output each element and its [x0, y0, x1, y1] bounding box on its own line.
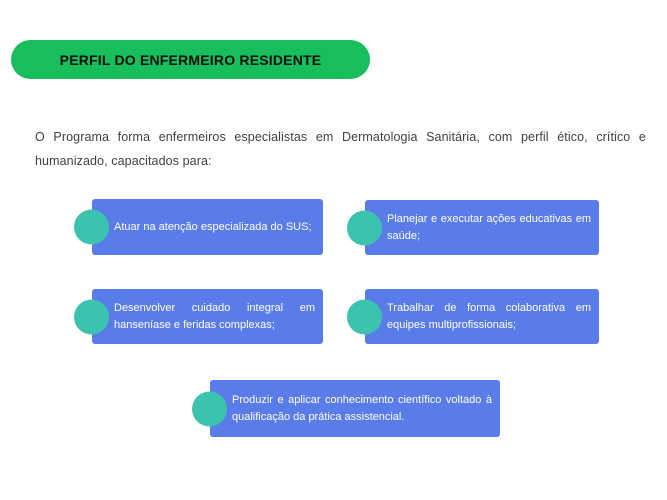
item-box: Planejar e executar ações educativas em …	[365, 200, 599, 255]
item-text: Trabalhar de forma colaborativa em equip…	[387, 301, 591, 331]
item-text: Produzir e aplicar conhecimento científi…	[232, 393, 492, 423]
item-box: Atuar na atenção especializada do SUS;	[92, 199, 323, 255]
item-box: Produzir e aplicar conhecimento científi…	[210, 380, 500, 437]
bullet-circle-icon	[192, 391, 227, 426]
bullet-circle-icon	[347, 210, 382, 245]
list-item: Trabalhar de forma colaborativa em equip…	[347, 289, 599, 344]
bullet-circle-icon	[74, 209, 109, 245]
bullet-circle-icon	[347, 299, 382, 334]
item-text: Planejar e executar ações educativas em …	[387, 212, 591, 242]
bullet-circle-icon	[74, 299, 109, 334]
list-item: Desenvolver cuidado integral em hansenía…	[74, 289, 323, 344]
item-text: Atuar na atenção especializada do SUS;	[114, 220, 312, 233]
page-title: PERFIL DO ENFERMEIRO RESIDENTE	[59, 51, 322, 68]
intro-paragraph: O Programa forma enfermeiros especialist…	[35, 130, 646, 168]
item-text: Desenvolver cuidado integral em hansenía…	[114, 301, 315, 331]
title-banner: PERFIL DO ENFERMEIRO RESIDENTE	[11, 40, 370, 79]
list-item: Atuar na atenção especializada do SUS;	[74, 199, 323, 255]
item-box: Desenvolver cuidado integral em hansenía…	[92, 289, 323, 344]
list-item: Produzir e aplicar conhecimento científi…	[192, 380, 500, 437]
list-item: Planejar e executar ações educativas em …	[347, 200, 599, 255]
item-box: Trabalhar de forma colaborativa em equip…	[365, 289, 599, 344]
